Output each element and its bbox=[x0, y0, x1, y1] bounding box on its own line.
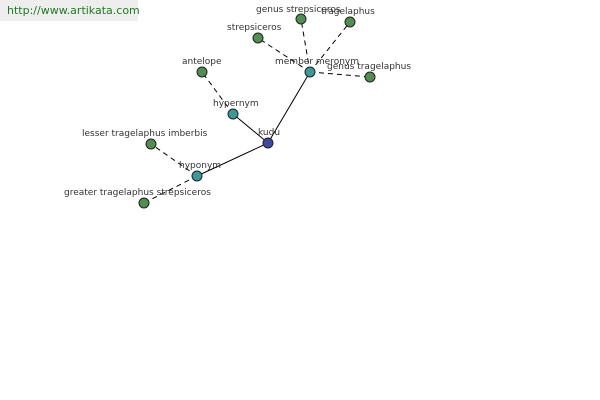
edge-kudu-member-meronym bbox=[267, 71, 311, 144]
label-hyponym: hyponym bbox=[179, 161, 221, 171]
label-antelope: antelope bbox=[182, 57, 222, 67]
node-genus-tragelaphus[interactable] bbox=[364, 71, 376, 83]
node-antelope[interactable] bbox=[196, 66, 208, 78]
label-genus-tragelaphus: genus tragelaphus bbox=[327, 62, 411, 72]
node-lesser-tragelaphus-imberbis[interactable] bbox=[145, 138, 157, 150]
node-kudu[interactable] bbox=[262, 137, 274, 149]
label-hypernym: hypernym bbox=[213, 99, 259, 109]
label-tragelaphus: tragelaphus bbox=[321, 7, 375, 17]
label-member-meronym: member meronym bbox=[275, 57, 359, 67]
edge-kudu-hyponym bbox=[196, 142, 269, 177]
edge-hyponym-lesser bbox=[150, 143, 198, 177]
node-strepsiceros[interactable] bbox=[252, 32, 264, 44]
edge-kudu-hypernym bbox=[232, 113, 269, 144]
edge-hyponym-greater bbox=[143, 175, 198, 204]
label-strepsiceros: strepsiceros bbox=[227, 23, 282, 33]
node-genus-strepsiceros[interactable] bbox=[295, 13, 307, 25]
url-link[interactable]: http://www.artikata.com bbox=[7, 4, 140, 17]
edge-meronym-tragelaphus bbox=[309, 21, 351, 73]
node-hypernym[interactable] bbox=[227, 108, 239, 120]
label-genus-strepsiceros: genus strepsiceros bbox=[256, 5, 341, 15]
node-member-meronym[interactable] bbox=[304, 66, 316, 78]
edge-meronym-genus-tragelaphus bbox=[309, 71, 371, 78]
node-greater-tragelaphus-strepsiceros[interactable] bbox=[138, 197, 150, 209]
label-kudu: kudu bbox=[258, 128, 280, 138]
node-tragelaphus[interactable] bbox=[344, 16, 356, 28]
node-hyponym[interactable] bbox=[191, 170, 203, 182]
label-greater-tragelaphus-strepsiceros: greater tragelaphus strepsiceros bbox=[64, 188, 211, 198]
url-banner: http://www.artikata.com bbox=[0, 0, 140, 21]
label-lesser-tragelaphus-imberbis: lesser tragelaphus imberbis bbox=[82, 129, 208, 139]
edge-meronym-strepsiceros bbox=[257, 37, 311, 73]
